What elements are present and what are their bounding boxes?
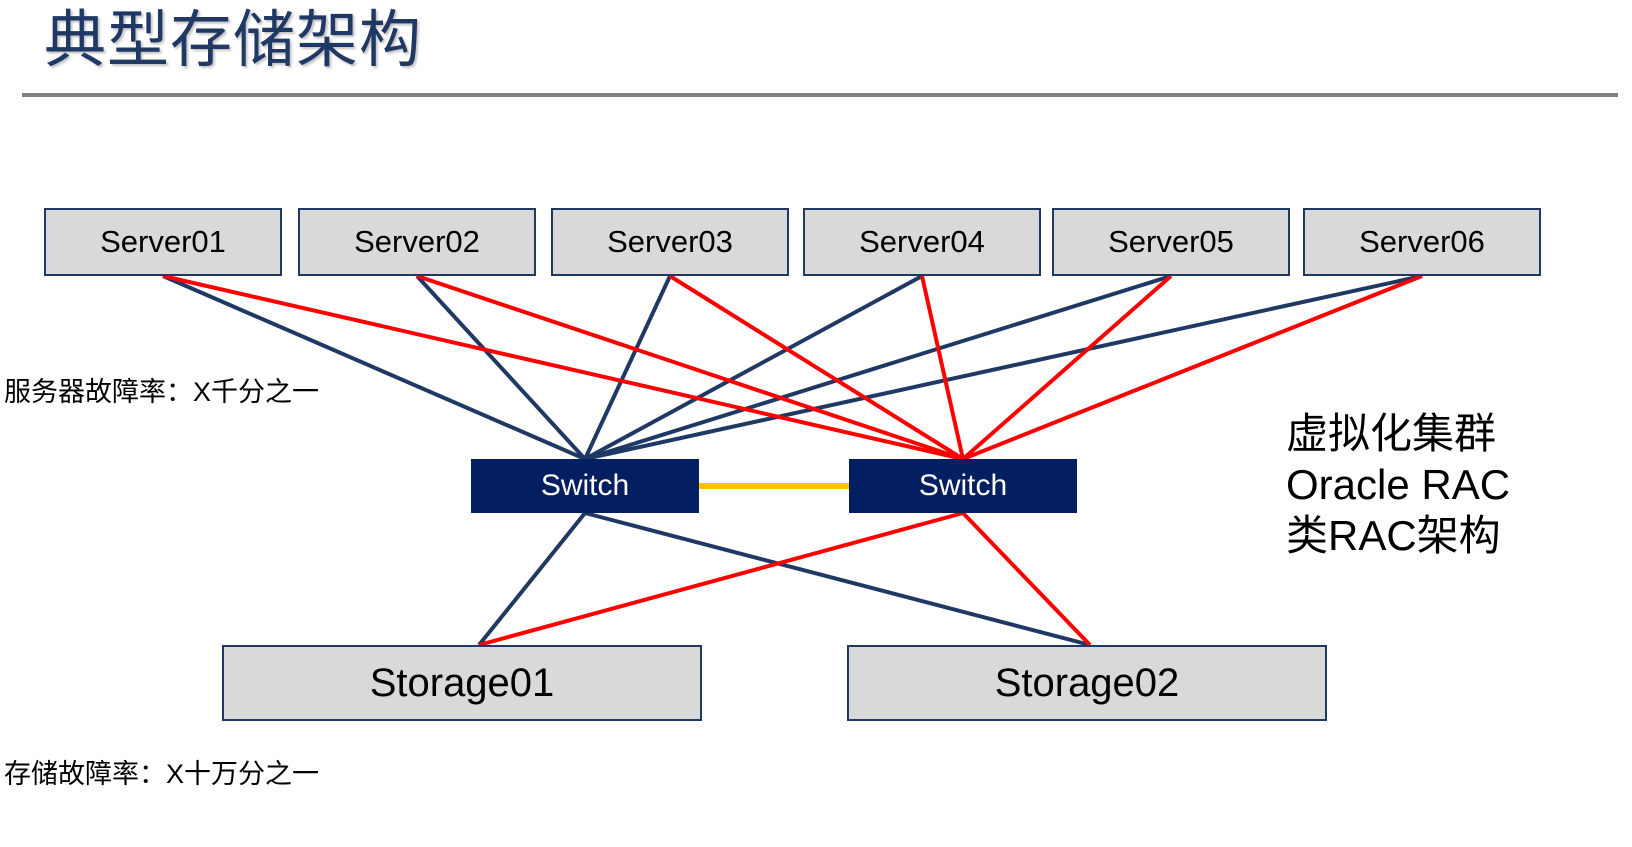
link-switch-left-to-storage1 [477, 511, 587, 647]
server-box-03[interactable]: Server03 [551, 208, 789, 276]
server-label: Server05 [1108, 224, 1234, 259]
switch-box-left[interactable]: Switch [471, 459, 699, 513]
server-box-01[interactable]: Server01 [44, 208, 282, 276]
storage-failure-rate-note: 存储故障率：X十万分之一 [4, 759, 320, 789]
link-server1-to-switch-left [162, 274, 586, 461]
link-switch-left-to-storage2 [584, 511, 1091, 647]
storage-label: Storage02 [994, 660, 1180, 705]
link-switch-right-to-storage2 [961, 511, 1092, 647]
page-title: 典型存储架构 [44, 6, 423, 75]
server-label: Server02 [354, 224, 480, 259]
storage-box-01[interactable]: Storage01 [222, 645, 702, 721]
server-label: Server06 [1359, 224, 1485, 259]
server-box-04[interactable]: Server04 [803, 208, 1041, 276]
cluster-note-line-3: 类RAC架构 [1286, 512, 1501, 560]
switch-box-right[interactable]: Switch [849, 459, 1077, 513]
cluster-note: 虚拟化集群 Oracle RAC 类RAC架构 [1286, 408, 1510, 562]
link-server4-to-switch-right [920, 275, 965, 460]
cluster-note-line-1: 虚拟化集群 [1286, 410, 1497, 457]
switch-label: Switch [540, 469, 630, 502]
cluster-note-line-2: Oracle RAC [1286, 461, 1511, 509]
server-box-05[interactable]: Server05 [1052, 208, 1290, 276]
storage-box-02[interactable]: Storage02 [847, 645, 1327, 721]
switch-label: Switch [918, 469, 1008, 502]
link-server2-to-switch-left [415, 274, 587, 461]
title-divider [22, 93, 1618, 97]
link-server3-to-switch-left [583, 275, 672, 460]
link-server1-to-switch-right [162, 274, 964, 461]
server-failure-rate-note: 服务器故障率：X千分之一 [4, 377, 320, 407]
storage-label: Storage01 [369, 660, 555, 705]
link-switch-right-to-storage1 [478, 511, 964, 647]
server-label: Server03 [607, 224, 733, 259]
link-server5-to-switch-right [961, 274, 1173, 461]
server-label: Server01 [100, 224, 226, 259]
link-server3-to-switch-right [668, 274, 965, 461]
server-box-06[interactable]: Server06 [1303, 208, 1541, 276]
server-label: Server04 [859, 224, 985, 259]
link-server2-to-switch-right [416, 274, 964, 461]
link-server4-to-switch-left [584, 274, 923, 461]
link-server5-to-switch-left [584, 274, 1172, 461]
server-box-02[interactable]: Server02 [298, 208, 536, 276]
